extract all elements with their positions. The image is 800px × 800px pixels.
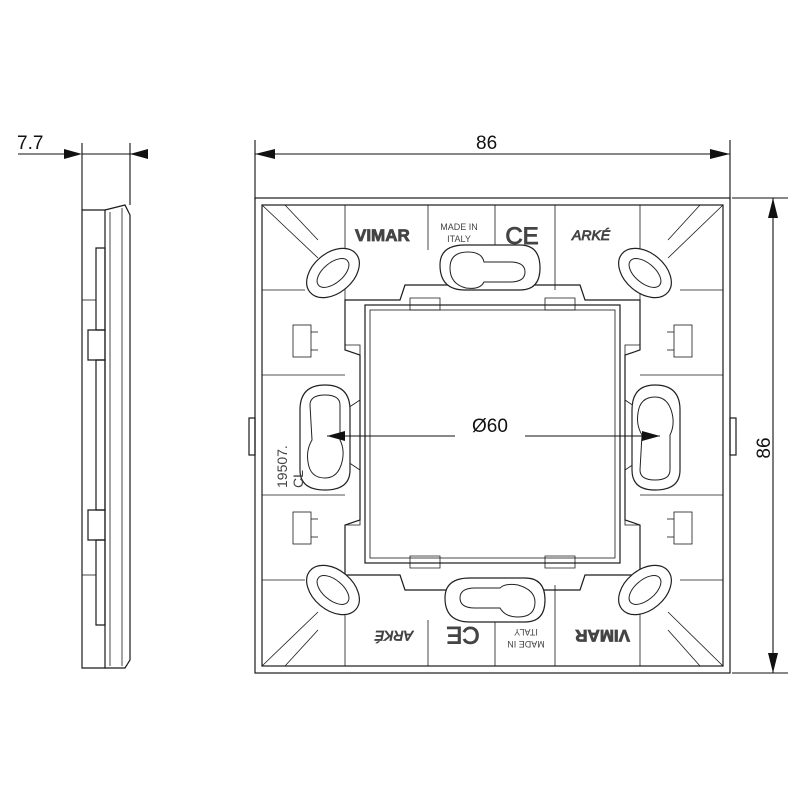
- diameter-dimension: Ø60: [327, 416, 660, 441]
- keyhole-slot-icon: [631, 384, 681, 491]
- depth-arrow-right: [130, 149, 148, 159]
- made-in-label-bottom: MADE IN: [507, 639, 545, 649]
- italy-label-bottom: ITALY: [514, 627, 538, 637]
- clip-icon: [667, 324, 693, 358]
- height-arrow-top: [768, 198, 778, 218]
- fixing-slot-icon: [306, 564, 360, 616]
- depth-label: 7.7: [17, 133, 43, 154]
- height-dimension: 86: [732, 197, 788, 674]
- ce-mark-icon: CE: [505, 223, 538, 250]
- diameter-label: Ø60: [472, 416, 508, 437]
- brand-label-top: VIMAR: [355, 226, 410, 245]
- italy-label-top: ITALY: [447, 234, 471, 244]
- width-dimension: 86: [254, 133, 731, 200]
- series-label-top: ARKÉ: [571, 227, 611, 243]
- clip-icon: [292, 511, 318, 545]
- keyhole-slot-icon: [299, 384, 351, 491]
- depth-dimension: 7.7: [17, 133, 148, 210]
- product-code-suffix: CL: [290, 470, 306, 488]
- keyhole-slot-icon: [444, 577, 546, 623]
- clip-icon: [667, 511, 693, 545]
- fixing-slot-icon: [306, 247, 360, 299]
- brand-label-bottom: VIMAR: [575, 626, 630, 645]
- series-label-bottom: ARKÉ: [374, 628, 414, 644]
- made-in-label-top: MADE IN: [440, 222, 478, 232]
- diameter-arrow-right: [642, 431, 660, 441]
- width-label: 86: [476, 133, 497, 154]
- ce-mark-icon: CE: [446, 621, 479, 648]
- depth-arrow-left: [64, 149, 82, 159]
- side-view: [81, 204, 131, 669]
- product-code-label: 19507.: [274, 445, 290, 488]
- height-arrow-bottom: [768, 653, 778, 673]
- width-arrow-left: [255, 149, 275, 159]
- fixing-slot-icon: [618, 247, 672, 299]
- front-view: Ø60 VIMAR MADE IN ITALY CE ARKÉ VIMAR MA…: [248, 197, 737, 674]
- keyhole-slot-icon: [439, 244, 541, 291]
- central-opening: [364, 304, 621, 564]
- width-arrow-right: [710, 149, 730, 159]
- fixing-slot-icon: [618, 564, 672, 616]
- height-label: 86: [754, 437, 775, 458]
- diameter-arrow-left: [327, 431, 345, 441]
- clip-icon: [292, 324, 318, 358]
